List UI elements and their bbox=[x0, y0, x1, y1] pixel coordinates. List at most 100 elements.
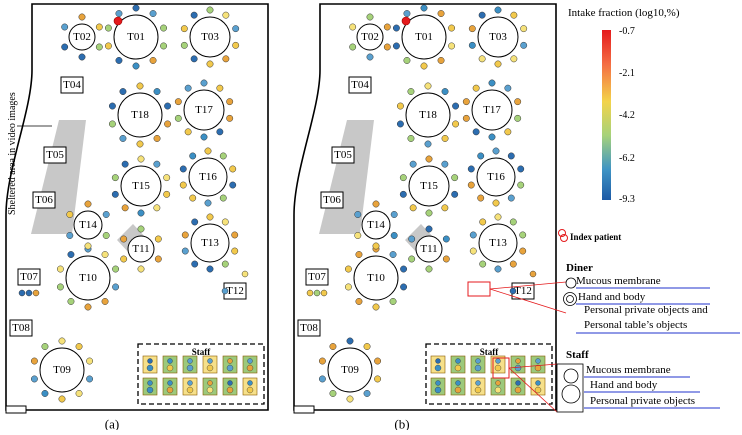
panel-a-table-t01: T01 bbox=[104, 4, 168, 70]
staff-member bbox=[470, 355, 486, 374]
table-top bbox=[305, 268, 329, 286]
panel-b-table-t09: T09 bbox=[318, 337, 382, 403]
diner-seat bbox=[231, 247, 239, 255]
table-top bbox=[361, 210, 391, 240]
diner-seat bbox=[153, 135, 161, 142]
panel-b-table-t02: T02 bbox=[349, 13, 391, 61]
staff-mucous-marker bbox=[535, 358, 541, 364]
diner-seat bbox=[400, 283, 408, 291]
diner-seat bbox=[467, 165, 475, 173]
diner-seat bbox=[95, 43, 103, 51]
diner-seat bbox=[184, 128, 192, 136]
diner-seat bbox=[66, 211, 74, 218]
staff-hand-marker bbox=[226, 364, 234, 372]
table-label: T18 bbox=[131, 109, 149, 121]
diner-seat bbox=[354, 232, 362, 239]
diner-seat bbox=[441, 135, 449, 142]
diner-seat bbox=[18, 289, 26, 297]
diner-seat bbox=[95, 23, 103, 31]
diner-seat bbox=[174, 98, 182, 106]
panel-a-table-t08: T08 bbox=[9, 319, 33, 337]
table-top bbox=[190, 223, 230, 263]
diner-seat bbox=[104, 42, 112, 50]
panel-b-table-t03: T03 bbox=[468, 6, 528, 68]
diner-seat bbox=[119, 135, 127, 142]
diner-seat bbox=[510, 11, 518, 19]
diner-seat bbox=[101, 298, 109, 305]
staff-member bbox=[490, 355, 506, 374]
table-top bbox=[331, 146, 355, 164]
table-top bbox=[401, 14, 447, 60]
staff-hand-marker bbox=[474, 364, 482, 372]
table-top bbox=[17, 268, 41, 286]
panel-a-table-t09: T09 bbox=[30, 337, 94, 403]
diner-seat bbox=[389, 298, 397, 305]
diner-seat bbox=[191, 218, 199, 226]
staff-member bbox=[510, 355, 526, 374]
table-label: T12 bbox=[226, 285, 244, 297]
staff-label: Staff bbox=[480, 347, 499, 357]
diner-seat bbox=[363, 343, 371, 350]
diner-seat bbox=[164, 102, 172, 110]
table-top bbox=[320, 191, 344, 209]
diner-seat bbox=[32, 289, 40, 297]
diner-seat bbox=[399, 190, 407, 198]
staff-legend-icon bbox=[561, 368, 581, 404]
table-top bbox=[32, 191, 56, 209]
diner-seat bbox=[441, 88, 449, 95]
staff-hand-marker bbox=[514, 364, 522, 372]
diner-seat bbox=[56, 283, 64, 291]
diner-seat bbox=[468, 41, 476, 49]
diner-seat bbox=[41, 343, 49, 350]
diner-seat bbox=[30, 357, 38, 365]
sheltered-area-label: Sheltered area in video images bbox=[7, 92, 18, 215]
diner-seat bbox=[504, 84, 512, 92]
diner-seat bbox=[75, 343, 83, 350]
diner-seat bbox=[366, 53, 374, 61]
table-label: T04 bbox=[351, 79, 369, 91]
diner-seat bbox=[229, 181, 237, 189]
staff-hand-marker bbox=[494, 386, 502, 394]
staff-hand-marker bbox=[166, 386, 174, 394]
panel-a-table-t18: T18 bbox=[108, 82, 172, 148]
table-top bbox=[408, 165, 450, 207]
diner-seat bbox=[437, 57, 445, 64]
diner-seat bbox=[468, 25, 476, 33]
diner-seat bbox=[420, 62, 428, 70]
diner-seat bbox=[472, 84, 480, 92]
panel-a-table-t15: T15 bbox=[111, 155, 171, 217]
table-label: T05 bbox=[334, 149, 352, 161]
diner-seat bbox=[372, 242, 380, 250]
diner-seat bbox=[174, 114, 182, 122]
diner-seat bbox=[206, 265, 214, 273]
table-label: T10 bbox=[367, 272, 385, 284]
panel-b-table-t17: T17 bbox=[462, 79, 522, 141]
diner-seat bbox=[136, 82, 144, 90]
diner-seat bbox=[520, 41, 528, 49]
panel-b-caption: (b) bbox=[394, 417, 409, 431]
diner-seat bbox=[179, 165, 187, 173]
diner-seat bbox=[452, 120, 460, 128]
diner-seat bbox=[320, 289, 328, 297]
table-top bbox=[65, 255, 111, 301]
diner-seat bbox=[306, 289, 314, 297]
table-label: T06 bbox=[323, 194, 341, 206]
diner-seat bbox=[400, 265, 408, 273]
staff-mucous-marker bbox=[515, 358, 521, 364]
staff-member bbox=[510, 377, 526, 396]
staff-hand-marker bbox=[454, 364, 462, 372]
diner-seat bbox=[344, 283, 352, 291]
panel-a-table-t02: T02 bbox=[61, 13, 103, 61]
panel-a-table-t07: T07 bbox=[17, 268, 41, 286]
diner-seat bbox=[137, 225, 145, 233]
staff-member bbox=[222, 377, 238, 396]
table-label: T04 bbox=[63, 79, 81, 91]
diner-seat bbox=[492, 199, 500, 207]
staff-mucous-marker bbox=[495, 358, 501, 364]
table-label: T01 bbox=[127, 31, 145, 43]
table-top bbox=[415, 235, 443, 263]
table-top bbox=[117, 92, 163, 138]
table-label: T16 bbox=[199, 171, 217, 183]
diner-seat bbox=[313, 289, 321, 297]
diner-seat bbox=[137, 155, 145, 163]
